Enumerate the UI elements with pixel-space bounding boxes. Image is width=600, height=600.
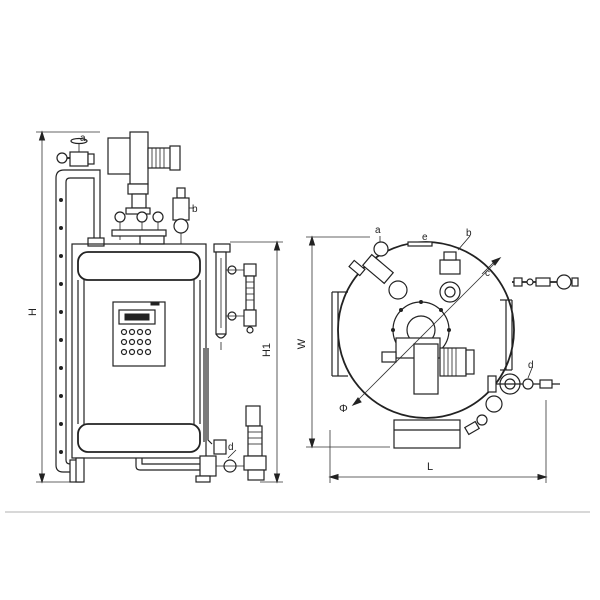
dimension-h1-label: H1 — [261, 343, 273, 357]
label-d-front: d — [228, 442, 234, 453]
top-port-e: e — [407, 232, 433, 247]
top-burner-assembly — [107, 131, 181, 215]
central-flange — [391, 300, 451, 360]
dimension-w: W — [296, 235, 390, 449]
boiler-shell — [71, 243, 207, 459]
valve-a-front: a — [56, 133, 95, 167]
label-e-top: e — [422, 232, 428, 243]
upper-connector-pipe — [86, 169, 105, 247]
label-b-top: b — [466, 228, 472, 239]
water-level-gauge — [213, 243, 257, 350]
feed-pump-assembly: d — [75, 348, 267, 483]
diameter-label: Φ — [339, 403, 348, 415]
top-view: W L — [296, 225, 579, 483]
diameter-line: Φ — [339, 256, 502, 415]
manhole-right: b — [439, 228, 472, 303]
dimension-l: L — [328, 400, 548, 483]
label-a-top: a — [375, 225, 381, 236]
steam-outlet-c: c — [481, 261, 579, 290]
manhole-left: a — [348, 225, 408, 300]
front-view: H H1 — [27, 130, 283, 484]
dimension-l-label: L — [427, 461, 433, 473]
top-gauges — [111, 211, 167, 245]
label-a-front: a — [80, 133, 86, 144]
dimension-h1: H1 — [230, 240, 283, 484]
label-b-front: b — [192, 204, 198, 215]
feed-valves-d-top: d — [463, 360, 560, 436]
dimension-h-label: H — [27, 308, 39, 316]
control-panel — [112, 301, 166, 367]
safety-valve-b-front: b — [172, 187, 198, 244]
burner-motor-top — [381, 337, 475, 395]
left-steam-pipe — [55, 169, 86, 483]
label-d-top: d — [528, 360, 534, 371]
pipe-rivets — [59, 198, 63, 454]
dimension-h: H — [27, 130, 100, 484]
label-c-top: c — [485, 268, 490, 279]
dimension-w-label: W — [296, 338, 308, 349]
